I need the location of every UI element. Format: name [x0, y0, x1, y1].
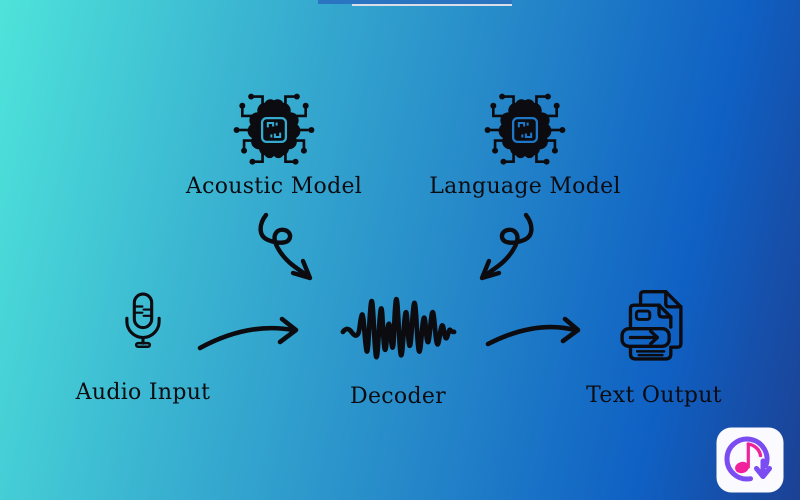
- arrow-decoder-to-text: [485, 316, 581, 347]
- arrow-language-to-decoder: [479, 212, 534, 281]
- text-output-label: Text Output: [586, 383, 722, 408]
- acoustic-model-label: Acoustic Model: [185, 174, 363, 199]
- node-decoder: Decoder: [308, 292, 488, 409]
- brain-chip-icon: [230, 86, 318, 174]
- microphone-icon: [112, 276, 174, 368]
- waveform-icon: [336, 292, 460, 368]
- language-model-label: Language Model: [429, 174, 621, 199]
- audio-input-label: Audio Input: [75, 380, 211, 405]
- arrow-acoustic-to-decoder: [258, 212, 313, 281]
- node-text-output: Text Output: [554, 282, 754, 408]
- window-edge-artifact-strip: [318, 0, 512, 4]
- node-audio-input: Audio Input: [53, 276, 233, 405]
- decoder-label: Decoder: [350, 384, 446, 409]
- node-acoustic-model: Acoustic Model: [164, 86, 384, 199]
- brain-chip-icon: [481, 86, 569, 174]
- node-language-model: Language Model: [415, 86, 635, 199]
- music-download-logo-icon: [716, 427, 784, 493]
- arrow-audio-to-decoder: [197, 316, 299, 351]
- document-export-icon: [612, 282, 696, 372]
- window-edge-artifact-line: [352, 4, 512, 6]
